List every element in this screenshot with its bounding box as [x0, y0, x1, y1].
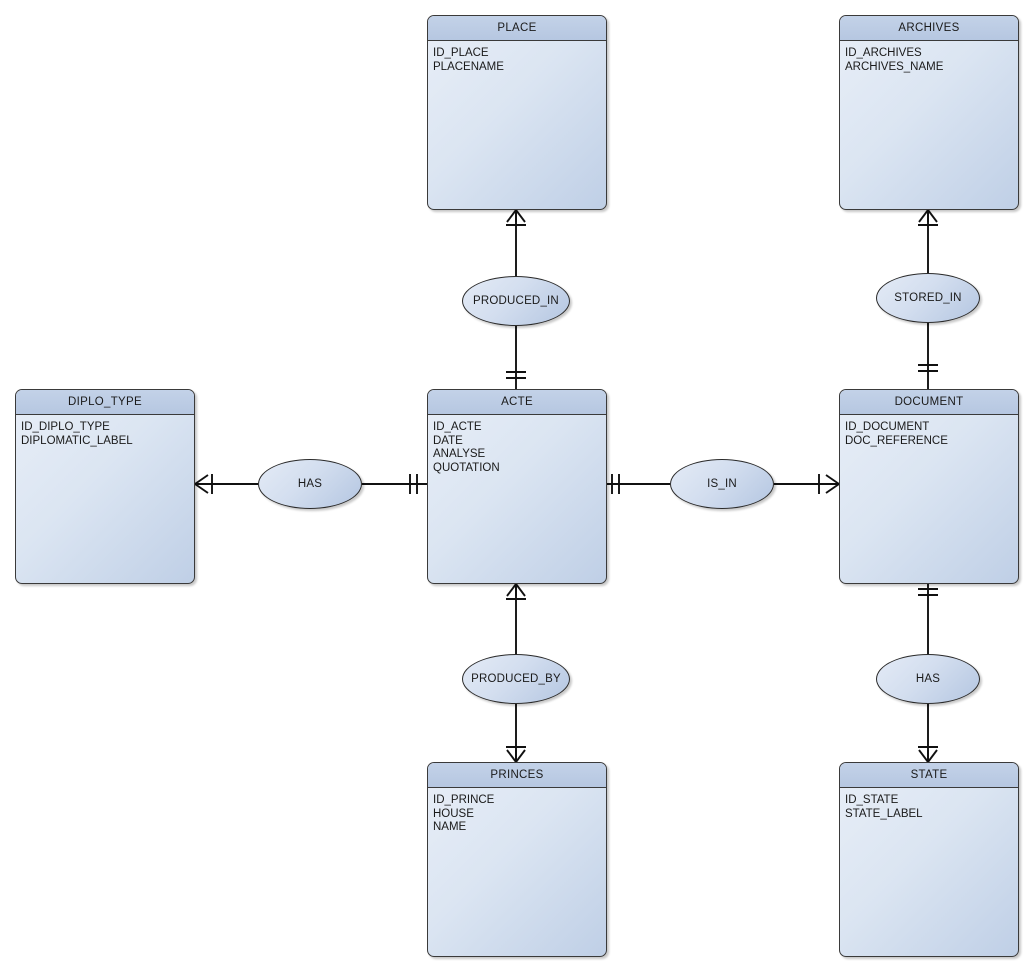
entity-diplo-type-title: DIPLO_TYPE — [16, 390, 194, 415]
entity-state[interactable]: STATE ID_STATE STATE_LABEL — [839, 762, 1019, 957]
attribute: QUOTATION — [433, 461, 500, 474]
relationship-has-state-label: HAS — [915, 673, 941, 685]
attribute: STATE_LABEL — [845, 807, 923, 820]
relationship-stored-in-label: STORED_IN — [894, 292, 962, 304]
entity-state-title: STATE — [840, 763, 1018, 788]
entity-document-title: DOCUMENT — [840, 390, 1018, 415]
attribute: DATE — [433, 434, 463, 447]
entity-archives-attributes: ID_ARCHIVES ARCHIVES_NAME — [840, 41, 1018, 74]
entity-princes-attributes: ID_PRINCE HOUSE NAME — [428, 788, 606, 835]
attribute: ID_ARCHIVES — [845, 47, 922, 59]
entity-acte-attributes: ID_ACTE DATE ANALYSE QUOTATION — [428, 415, 606, 475]
attribute: PLACENAME — [433, 60, 504, 73]
entity-archives-title: ARCHIVES — [840, 16, 1018, 41]
relationship-is-in[interactable]: IS_IN — [670, 459, 774, 509]
entity-state-attributes: ID_STATE STATE_LABEL — [840, 788, 1018, 821]
attribute: HOUSE — [433, 807, 474, 820]
relationship-produced-in-label: PRODUCED_IN — [473, 295, 559, 307]
relationship-is-in-label: IS_IN — [707, 478, 737, 490]
attribute: ID_ACTE — [433, 421, 482, 433]
attribute: ARCHIVES_NAME — [845, 60, 944, 73]
attribute: DIPLOMATIC_LABEL — [21, 434, 133, 447]
entity-princes[interactable]: PRINCES ID_PRINCE HOUSE NAME — [427, 762, 607, 957]
attribute: ID_DOCUMENT — [845, 421, 930, 433]
entity-princes-title: PRINCES — [428, 763, 606, 788]
entity-document[interactable]: DOCUMENT ID_DOCUMENT DOC_REFERENCE — [839, 389, 1019, 584]
relationship-has-state[interactable]: HAS — [876, 654, 980, 704]
relationship-has-diplo-type-label: HAS — [297, 478, 323, 490]
attribute: ID_STATE — [845, 794, 899, 806]
entity-place[interactable]: PLACE ID_PLACE PLACENAME — [427, 15, 607, 210]
relationship-produced-by[interactable]: PRODUCED_BY — [462, 654, 570, 704]
attribute: ID_PRINCE — [433, 794, 495, 806]
entity-diplo-type-attributes: ID_DIPLO_TYPE DIPLOMATIC_LABEL — [16, 415, 194, 448]
attribute: ID_PLACE — [433, 47, 489, 59]
entity-document-attributes: ID_DOCUMENT DOC_REFERENCE — [840, 415, 1018, 448]
relationship-stored-in[interactable]: STORED_IN — [876, 273, 980, 323]
entity-place-title: PLACE — [428, 16, 606, 41]
attribute: ANALYSE — [433, 448, 486, 461]
entity-diplo-type[interactable]: DIPLO_TYPE ID_DIPLO_TYPE DIPLOMATIC_LABE… — [15, 389, 195, 584]
relationship-produced-by-label: PRODUCED_BY — [471, 673, 561, 685]
attribute: ID_DIPLO_TYPE — [21, 421, 110, 433]
attribute: NAME — [433, 821, 467, 834]
entity-place-attributes: ID_PLACE PLACENAME — [428, 41, 606, 74]
entity-acte-title: ACTE — [428, 390, 606, 415]
relationship-has-diplo-type[interactable]: HAS — [258, 459, 362, 509]
entity-acte[interactable]: ACTE ID_ACTE DATE ANALYSE QUOTATION — [427, 389, 607, 584]
relationship-produced-in[interactable]: PRODUCED_IN — [462, 276, 570, 326]
entity-archives[interactable]: ARCHIVES ID_ARCHIVES ARCHIVES_NAME — [839, 15, 1019, 210]
attribute: DOC_REFERENCE — [845, 434, 948, 447]
